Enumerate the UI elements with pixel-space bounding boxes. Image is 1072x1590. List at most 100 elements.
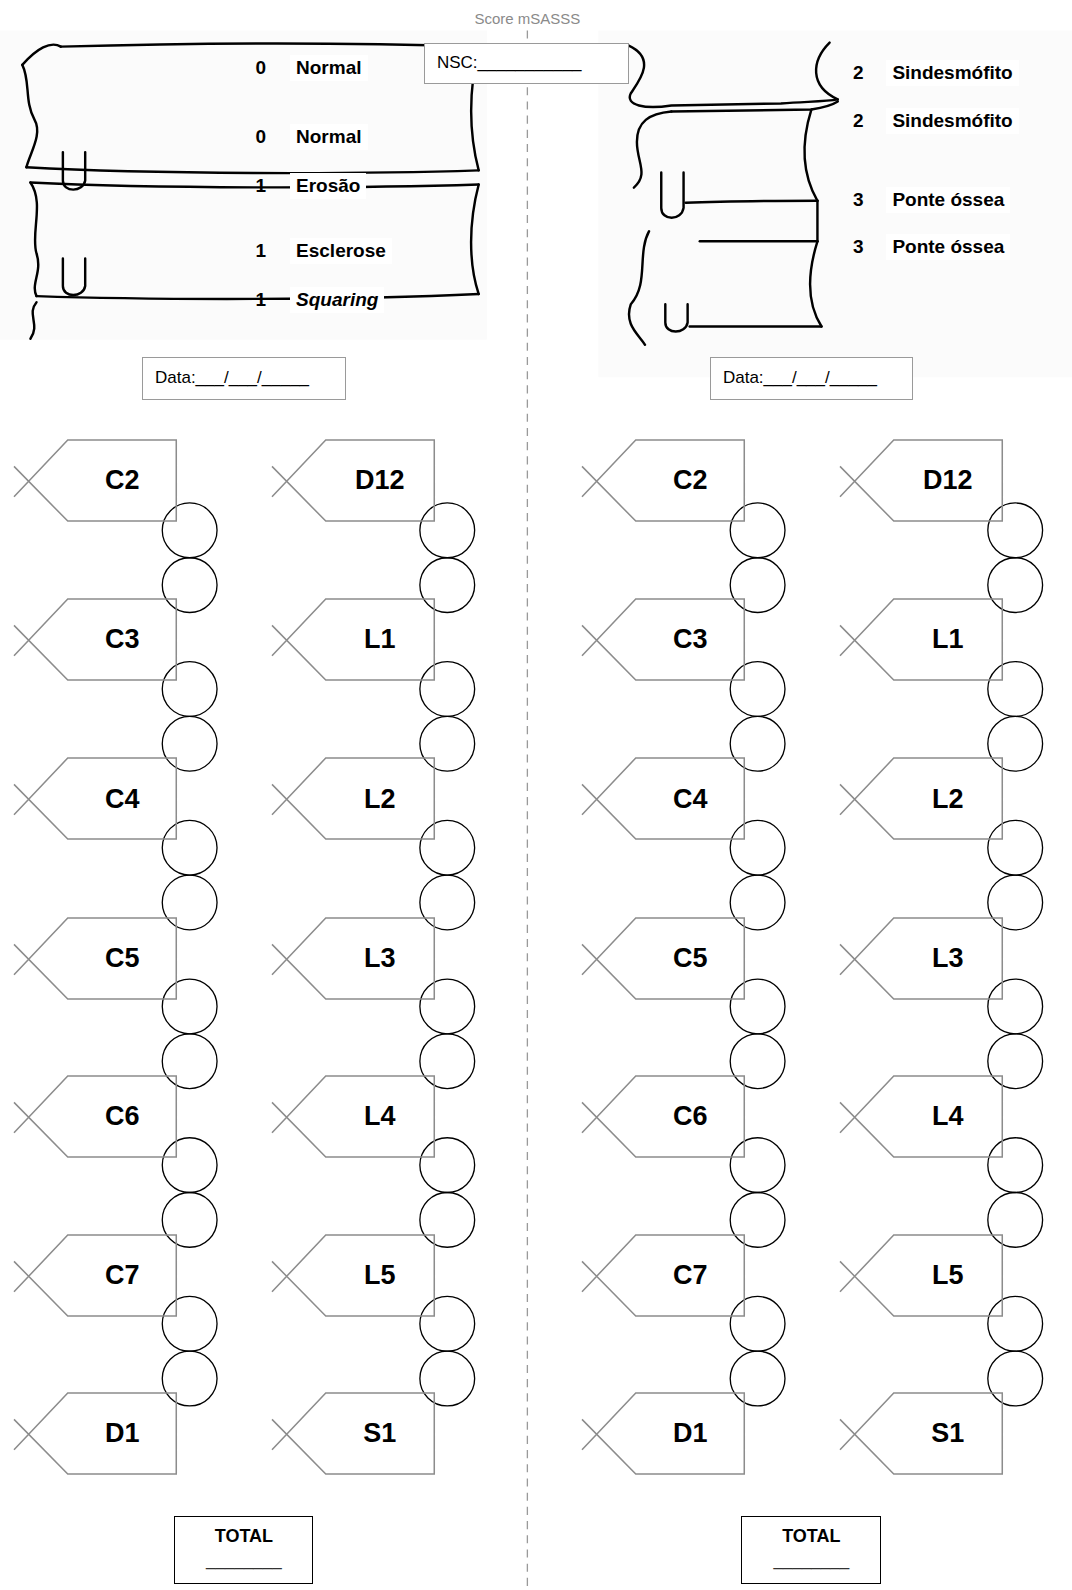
disc-circle — [162, 820, 217, 875]
vertebra-name: C7 — [105, 1260, 140, 1291]
vertebra-name: D1 — [673, 1418, 708, 1449]
vertebra-outline-path — [582, 1393, 744, 1474]
score-number: 3 — [853, 234, 864, 260]
disc-circle — [730, 979, 785, 1034]
vertebra-name: C4 — [105, 784, 140, 815]
score-number: 0 — [256, 55, 267, 81]
total-blank: ________ — [774, 1551, 850, 1571]
score-number: 2 — [853, 60, 864, 86]
vertebra-box: C3 — [582, 599, 744, 680]
vertebra-outline — [272, 599, 434, 680]
vertebra-label: L1 — [326, 599, 435, 680]
disc-circle — [730, 662, 785, 717]
vertebra-name: C2 — [105, 465, 140, 496]
vertebra-outline-path — [840, 599, 1002, 680]
vertebra-label: D12 — [894, 440, 1003, 521]
vertebra-outline-path — [272, 758, 434, 839]
vertebra-outline-path — [840, 1235, 1002, 1316]
score-number: 3 — [853, 187, 864, 213]
vertebra-label: C4 — [68, 758, 177, 839]
date-field-box: Data:___/___/_____ — [710, 357, 913, 400]
vertebra-outline — [582, 599, 744, 680]
vertebra-name: C7 — [673, 1260, 708, 1291]
vertebra-label: L5 — [326, 1235, 435, 1316]
disc-circle — [162, 1193, 217, 1248]
disc-circle — [730, 716, 785, 771]
vertebra-label: L3 — [326, 918, 435, 999]
disc-circle — [988, 503, 1043, 558]
disc-circle — [420, 1193, 475, 1248]
field-label: Data:___/___/_____ — [711, 368, 877, 388]
vertebra-box: C5 — [14, 918, 176, 999]
vertebra-label: C2 — [68, 440, 177, 521]
vertebra-outline — [14, 599, 176, 680]
field-label: NSC:___________ — [425, 53, 582, 73]
vertebra-label: C4 — [636, 758, 745, 839]
vertebra-name: L4 — [364, 1101, 396, 1132]
vertebra-label: C2 — [636, 440, 745, 521]
score-term: Ponte óssea — [886, 187, 1010, 213]
vertebra-outline-path — [840, 918, 1002, 999]
vertebra-box: D1 — [14, 1393, 176, 1474]
disc-circle — [730, 558, 785, 613]
vertebra-outline — [272, 758, 434, 839]
vertebra-box: C4 — [14, 758, 176, 839]
vertebra-label: D1 — [636, 1393, 745, 1474]
vertebra-outline — [840, 1076, 1002, 1157]
vertebra-outline-path — [272, 1235, 434, 1316]
vertebra-outline — [582, 1235, 744, 1316]
vertebra-label: C7 — [636, 1235, 745, 1316]
disc-circle — [988, 1193, 1043, 1248]
vertebra-outline — [14, 918, 176, 999]
vertebra-name: S1 — [363, 1418, 396, 1449]
vertebra-illustration-normal — [22, 44, 478, 339]
vertebra-outline-path — [272, 599, 434, 680]
vertebra-outline — [272, 1235, 434, 1316]
vertebra-label: L4 — [894, 1076, 1003, 1157]
vertebra-outline-path — [14, 599, 176, 680]
date-field-box: Data:___/___/_____ — [142, 357, 346, 400]
disc-circles — [162, 503, 1042, 1406]
disc-circle — [162, 1034, 217, 1089]
vertebra-box: C7 — [14, 1235, 176, 1316]
vertebra-box: C5 — [582, 918, 744, 999]
score-term: Squaring — [290, 287, 384, 313]
vertebra-box: C4 — [582, 758, 744, 839]
vertebra-outline-path — [14, 1393, 176, 1474]
disc-circle — [988, 1138, 1043, 1193]
vertebra-outline — [14, 1393, 176, 1474]
disc-circle — [162, 1138, 217, 1193]
vertebra-outline-path — [840, 1076, 1002, 1157]
vertebra-name: C3 — [105, 624, 140, 655]
vertebra-label: C6 — [68, 1076, 177, 1157]
vertebra-outline-path — [582, 1235, 744, 1316]
vertebra-outline-path — [14, 758, 176, 839]
vertebra-box: L4 — [272, 1076, 434, 1157]
vertebra-box: C7 — [582, 1235, 744, 1316]
disc-circle — [420, 558, 475, 613]
vertebra-outline — [582, 758, 744, 839]
vertebra-name: D12 — [923, 465, 973, 496]
disc-circle — [988, 979, 1043, 1034]
vertebra-outline-path — [272, 440, 434, 521]
vertebra-illustration-ankylosis — [629, 43, 838, 345]
score-term: Sindesmófito — [886, 108, 1018, 134]
vertebra-outline-path — [272, 918, 434, 999]
disc-circle — [420, 662, 475, 717]
vertebra-name: C4 — [673, 784, 708, 815]
illustration-ground — [598, 30, 1072, 377]
vertebra-name: C5 — [673, 943, 708, 974]
vertebra-outline-path — [14, 1235, 176, 1316]
disc-circle — [988, 558, 1043, 613]
vertebra-outline — [582, 440, 744, 521]
vertebra-label: L5 — [894, 1235, 1003, 1316]
vertebra-outline-path — [14, 918, 176, 999]
vertebra-name: C5 — [105, 943, 140, 974]
disc-circle — [162, 875, 217, 930]
vertebra-name: L1 — [932, 624, 964, 655]
vertebra-name: L4 — [932, 1101, 964, 1132]
vertebra-outline — [14, 1076, 176, 1157]
vertebra-name: S1 — [931, 1418, 964, 1449]
page-title: Score mSASSS — [471, 10, 583, 27]
illustration-ground — [0, 30, 487, 339]
